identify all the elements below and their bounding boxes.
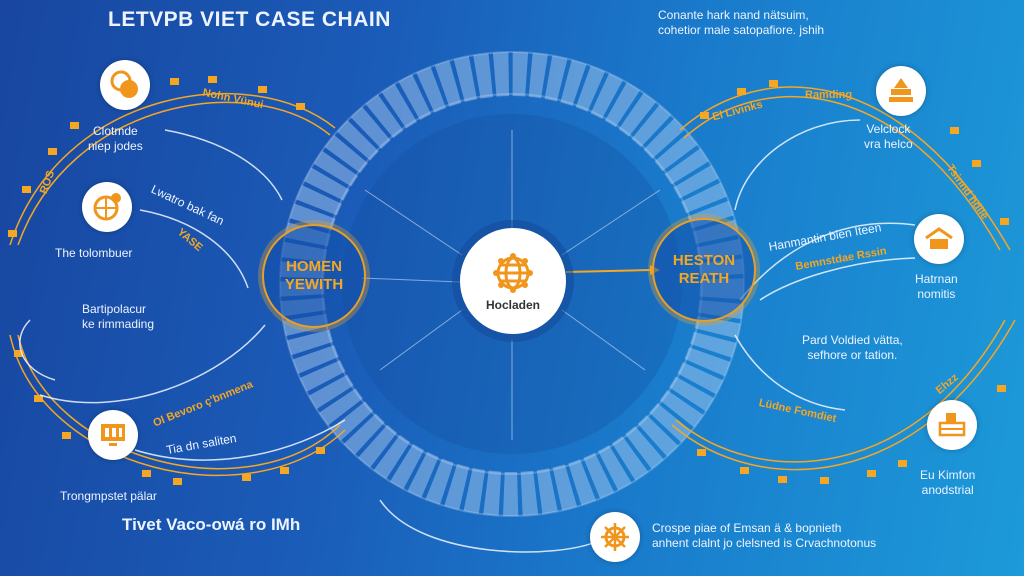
left-arc-nodes (8, 76, 325, 485)
hub-label: Hocladen (485, 298, 540, 312)
hub-spokes (361, 130, 661, 440)
right-item-3-label: Pard Voldied vätta,sefhore or tation. (802, 333, 903, 363)
diagram-title: LETVPB VIET CASE CHAIN (108, 8, 391, 31)
label-line: sefhore or tation. (807, 348, 898, 362)
label-line: Pard Voldied vätta, (802, 333, 903, 347)
label-line: Velclock (866, 122, 911, 136)
left-flow-arrows (19, 129, 346, 461)
left-item-4-label: Trongmpstet pälar (60, 489, 157, 503)
label-line: anodstrial (921, 483, 974, 497)
hub-node[interactable]: Hocladen (460, 228, 566, 334)
left-node-line: YEWITH (284, 276, 344, 293)
right-flow-arrows (379, 119, 916, 553)
top-note-line: cohetior male satopafiore. jshih (658, 23, 825, 37)
label-line: niep jodes (88, 139, 143, 153)
label-line: ke rimmading (82, 317, 155, 331)
label-line: vra helco (864, 137, 913, 151)
top-note: Conante hark nand nätsuim, cohetior male… (658, 8, 824, 38)
label-line: Hatrnan (915, 272, 958, 286)
factory-icon[interactable] (927, 400, 977, 450)
label-line: Clotmde (93, 124, 138, 138)
left-orange-arcs (9, 92, 346, 477)
monitor-chart-icon[interactable] (88, 410, 138, 460)
right-orange-arcs (671, 86, 1016, 471)
hub-to-right-arrow (565, 269, 651, 273)
warehouse-icon[interactable] (914, 214, 964, 264)
label-line: Bartipolacur (82, 302, 147, 316)
right-node-line: REATH (678, 270, 730, 287)
temple-icon[interactable] (876, 66, 926, 116)
coins-icon[interactable] (100, 60, 150, 110)
label-line: Eu Kimfon (920, 468, 976, 482)
ship-wheel-icon[interactable] (590, 512, 640, 562)
right-node-line: HESTON (672, 252, 736, 269)
label-line: nomitis (917, 287, 956, 301)
left-footer: Tivet Vaco-owá ro IMh (122, 515, 301, 534)
top-note-line: Conante hark nand nätsuim, (658, 8, 809, 22)
right-arc-label: Ramding (805, 89, 853, 101)
left-node-line: HOMEN (286, 258, 342, 275)
label-line: anhent clalnt jo clelsned is Crvachnoton… (652, 536, 877, 550)
label-line: Crospe piae of Emsan ä & bopnieth (652, 521, 842, 535)
right-arc-nodes (697, 80, 1009, 484)
globe-network-icon (493, 253, 533, 293)
globe-pin-icon[interactable] (82, 182, 132, 232)
left-item-2-label: The tolombuer (55, 246, 133, 260)
